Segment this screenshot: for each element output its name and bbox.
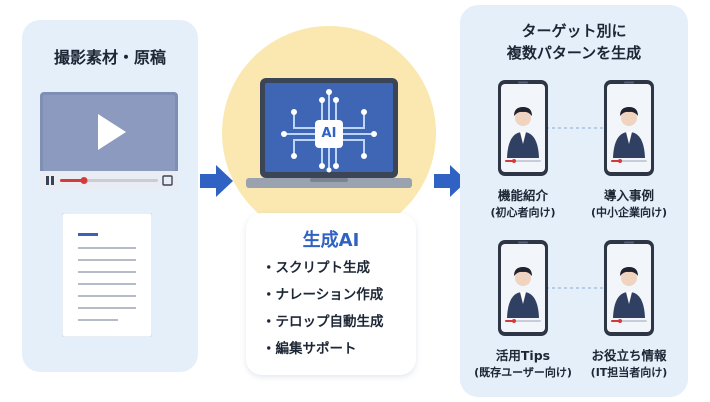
- pattern-name-3: 活用Tips: [495, 348, 551, 363]
- phone-video-case-study: [604, 80, 654, 176]
- pattern-name-1: 機能紹介: [497, 188, 548, 203]
- feature-item-narration: ナレーション作成: [262, 282, 384, 309]
- feature-list: スクリプト生成 ナレーション作成 テロップ自動生成 編集サポート: [262, 255, 384, 363]
- pattern-name-2: 導入事例: [603, 188, 654, 203]
- video-player-icon: [40, 92, 178, 190]
- pattern-name-4: お役立ち情報: [591, 348, 667, 363]
- dashed-connector-top: [546, 127, 604, 129]
- arrow-right-icon: [200, 165, 233, 197]
- laptop-icon: [246, 78, 412, 188]
- phone-video-usage-tips: [498, 240, 548, 336]
- feature-item-script: スクリプト生成: [262, 255, 384, 282]
- patterns-title-line2: 複数パターンを生成: [506, 44, 642, 62]
- patterns-title-line1: ターゲット別に: [521, 22, 627, 40]
- arrow-right-icon: [434, 165, 467, 197]
- document-icon: [62, 213, 152, 337]
- dashed-connector-bottom: [546, 287, 604, 289]
- pattern-audience-3: (既存ユーザー向け): [474, 366, 572, 379]
- feature-item-caption: テロップ自動生成: [262, 309, 384, 336]
- pattern-audience-4: (IT担当者向け): [590, 366, 668, 379]
- feature-item-editing: 編集サポート: [262, 336, 384, 363]
- source-materials-title: 撮影素材・原稿: [53, 48, 166, 67]
- pattern-audience-2: (中小企業向け): [590, 206, 668, 219]
- phone-video-feature-intro: [498, 80, 548, 176]
- pattern-audience-1: (初心者向け): [490, 206, 556, 219]
- phone-video-useful-info: [604, 240, 654, 336]
- generative-ai-title: 生成AI: [302, 230, 360, 251]
- ai-chip-label: AI: [321, 126, 337, 141]
